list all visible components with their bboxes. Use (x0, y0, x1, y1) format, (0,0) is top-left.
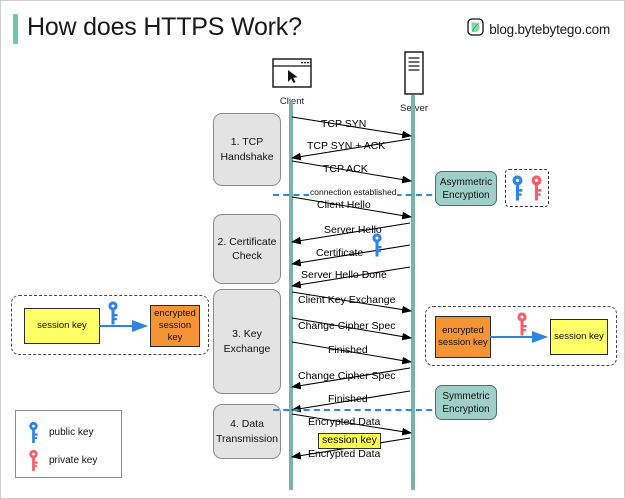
message-label-tcp-syn-ack: TCP SYN + ACK (307, 140, 386, 152)
phase-box-data-transmission[interactable]: 4. Data Transmission (213, 404, 281, 459)
message-label-finished-client: Finished (328, 344, 368, 356)
blue-key-icon (511, 175, 524, 201)
session-key-plain-label: session key (37, 320, 87, 332)
legend-item-private-key: private key (28, 449, 97, 472)
symmetric-encryption-label: Symmetric Encryption (442, 390, 490, 415)
actor-client: Client (263, 58, 321, 107)
blue-key-icon (28, 421, 39, 444)
asymmetric-encryption-label: Asymmetric Encryption (439, 176, 493, 201)
page-title: How does HTTPS Work? (27, 13, 302, 41)
message-label-server-hello-done: Server Hello Done (301, 269, 387, 281)
brand-text: blog.bytebytego.com (489, 22, 610, 37)
message-label-client-hello: Client Hello (317, 199, 371, 211)
message-label-encrypted-data-out: Encrypted Data (308, 416, 381, 428)
message-label-encrypted-data-in: Encrypted Data (308, 448, 381, 460)
session-key-tag: session key (318, 433, 381, 450)
bytebytego-leaf-logo-icon (467, 18, 484, 41)
message-label-finished-server: Finished (328, 393, 368, 405)
red-key-icon (530, 175, 543, 201)
server-rack-icon (401, 51, 427, 100)
separator-encrypted-channel (273, 409, 473, 411)
message-label-change-cipher-spec-server: Change Cipher Spec (298, 370, 396, 382)
encrypted-session-key-label: encrypted session key (154, 308, 196, 343)
symmetric-encryption-tag[interactable]: Symmetric Encryption (435, 385, 497, 420)
session-key-plain-box: session key (24, 308, 100, 344)
legend-item-public-key: public key (28, 421, 93, 444)
encrypted-session-key-label: encrypted session key (438, 325, 488, 348)
encrypted-session-key-box: encrypted session key (150, 305, 200, 347)
server-lifeline (411, 95, 415, 490)
encrypt-flow-arrow (99, 320, 148, 332)
phase-label: 1. TCP Handshake (220, 136, 274, 163)
red-key-icon (516, 312, 528, 336)
decrypt-flow-arrow (490, 331, 548, 343)
session-key-plain-label: session key (554, 331, 604, 343)
phase-label: 2. Certificate Check (217, 235, 277, 262)
message-label-tcp-ack: TCP ACK (323, 163, 368, 175)
phase-label: 3. Key Exchange (223, 328, 271, 355)
separator-label-connection-established: connection established (309, 187, 398, 197)
title-accent-bar (13, 14, 18, 44)
phase-box-key-exchange[interactable]: 3. Key Exchange (213, 289, 281, 394)
illustration-encrypt-session-key: session key encrypted session key (11, 295, 209, 355)
asymmetric-key-pair-box (505, 169, 549, 207)
legend-label-public-key: public key (49, 427, 94, 438)
phase-label: 4. Data Transmission (215, 418, 279, 445)
legend: public key private key (15, 410, 122, 478)
blue-key-icon (371, 233, 383, 257)
brand: blog.bytebytego.com (467, 18, 610, 41)
legend-label-private-key: private key (49, 455, 98, 466)
blue-key-icon (107, 301, 119, 325)
encrypted-session-key-box: encrypted session key (435, 316, 491, 358)
browser-window-cursor-icon (272, 58, 312, 93)
message-label-certificate: Certificate (316, 247, 364, 259)
session-key-plain-box: session key (550, 319, 608, 355)
client-lifeline (289, 101, 293, 490)
red-key-icon (28, 449, 39, 472)
asymmetric-encryption-tag[interactable]: Asymmetric Encryption (435, 171, 497, 206)
message-label-change-cipher-spec-client: Change Cipher Spec (298, 320, 396, 332)
phase-box-certificate-check[interactable]: 2. Certificate Check (213, 214, 281, 284)
phase-box-tcp-handshake[interactable]: 1. TCP Handshake (213, 113, 281, 186)
message-label-client-key-exchange: Client Key Exchange (298, 294, 396, 306)
message-label-server-hello: Server Hello (324, 224, 382, 236)
illustration-decrypt-session-key: encrypted session key session key (425, 306, 617, 366)
message-label-tcp-syn: TCP SYN (321, 118, 367, 130)
